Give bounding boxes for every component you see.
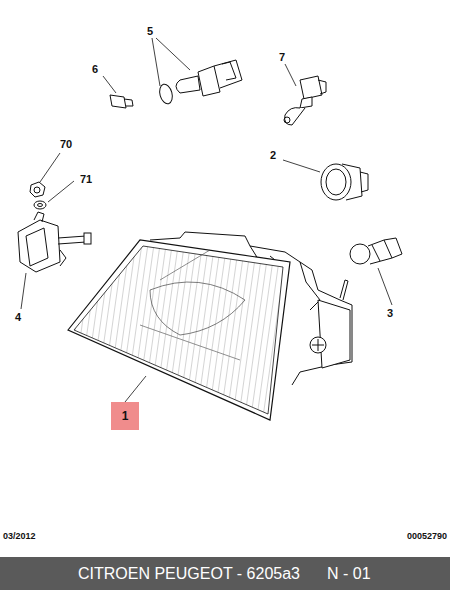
footer-band: CITROEN PEUGEOT - 6205a3 N - 01 (0, 557, 450, 590)
callout-number: 71 (80, 174, 92, 185)
footnote-text: 03/2012 (3, 532, 36, 541)
callout-number: 1 (122, 409, 129, 423)
callout-number: 5 (147, 26, 153, 37)
callout-number: 7 (279, 52, 285, 63)
callout-number: 3 (387, 308, 393, 319)
callout-box: 1 (111, 402, 139, 430)
footer-text: N - 01 (327, 564, 371, 583)
callout-number: 4 (15, 312, 21, 323)
footnote-text: 00052790 (407, 532, 447, 541)
callout-number: 6 (92, 64, 98, 75)
callout-number: 70 (60, 139, 72, 150)
footer-text: CITROEN PEUGEOT - 6205a3 (78, 564, 300, 583)
callout-number: 2 (270, 150, 276, 161)
